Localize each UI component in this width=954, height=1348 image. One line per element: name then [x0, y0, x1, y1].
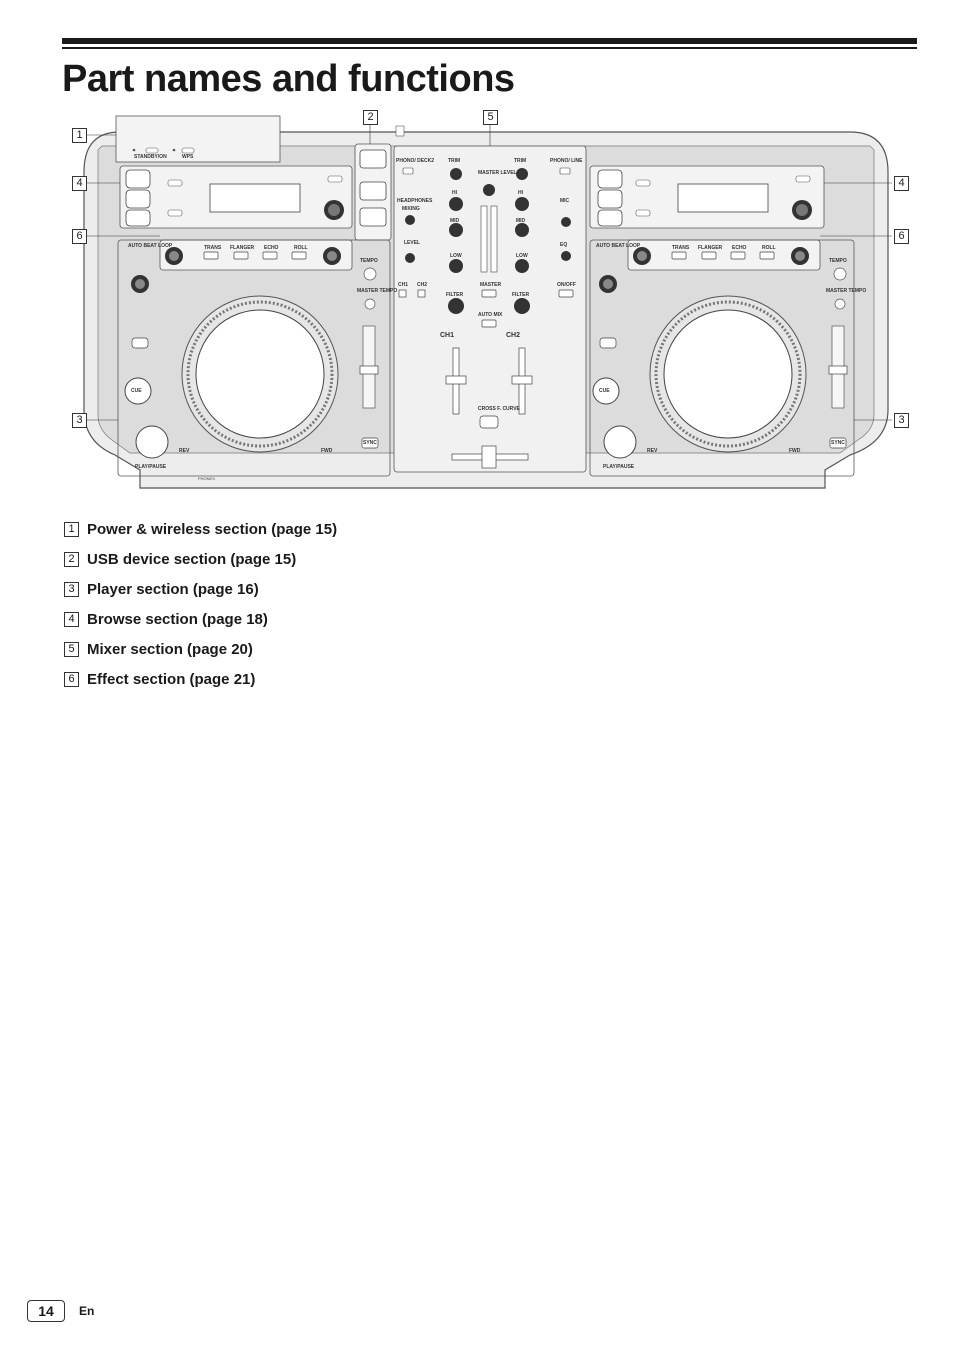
legend-item: 2 USB device section (page 15) [64, 544, 337, 574]
echo-label-left: ECHO [264, 245, 279, 251]
auto-mix-label: AUTO MIX [478, 312, 503, 318]
auto-beat-loop-label-left: AUTO BEAT LOOP [128, 243, 173, 249]
legend-number: 6 [64, 671, 79, 687]
legend-item: 5 Mixer section (page 20) [64, 634, 337, 664]
master-tempo-label-right: MASTER TEMPO [826, 288, 867, 294]
page-number: 14 [27, 1300, 65, 1322]
legend-text: Browse section (page 18) [87, 610, 268, 628]
level-label-hp: LEVEL [404, 240, 421, 246]
flanger-label-right: FLANGER [698, 245, 723, 251]
ch2-label: CH2 [506, 332, 521, 339]
roll-label-right: ROLL [762, 245, 776, 251]
callout-6-right: 6 [894, 229, 909, 244]
mid-label-ch1: MID [450, 218, 460, 224]
standby-label: STANDBY/ON [134, 154, 167, 160]
eq-label: EQ [560, 242, 568, 248]
page-title: Part names and functions [62, 58, 515, 100]
tempo-label-right: TEMPO [829, 258, 847, 264]
rev-label-right: REV [647, 448, 658, 454]
trim-label-ch1: TRIM [448, 158, 461, 164]
callout-2: 2 [363, 110, 378, 125]
phono-line-label: PHONO/ LINE [550, 158, 583, 164]
legend-number: 3 [64, 581, 79, 597]
header-rule-thin [62, 47, 917, 49]
device-drawing [80, 115, 892, 489]
ch1-cue-label: CH1 [398, 282, 409, 288]
section-legend: 1 Power & wireless section (page 15) 2 U… [64, 514, 337, 694]
wps-label: WPS [182, 154, 194, 160]
callout-6-left: 6 [72, 229, 87, 244]
callout-4-right: 4 [894, 176, 909, 191]
tempo-label-left: TEMPO [360, 258, 378, 264]
roll-label-left: ROLL [294, 245, 308, 251]
trim-label-ch2: TRIM [514, 158, 527, 164]
cross-f-curve-label: CROSS F. CURVE [478, 406, 520, 412]
auto-beat-loop-label-right: AUTO BEAT LOOP [596, 243, 641, 249]
legend-text: Mixer section (page 20) [87, 640, 253, 658]
legend-item: 6 Effect section (page 21) [64, 664, 337, 694]
callout-4-left: 4 [72, 176, 87, 191]
callout-5: 5 [483, 110, 498, 125]
trans-label-right: TRANS [672, 245, 690, 251]
legend-text: USB device section (page 15) [87, 550, 297, 568]
on-off-label: ON/OFF [557, 282, 576, 288]
phono-deck-label: PHONO/ DECK2 [396, 158, 435, 164]
legend-number: 4 [64, 611, 79, 627]
ch1-label: CH1 [440, 332, 455, 339]
legend-number: 2 [64, 551, 79, 567]
cue-label-right: CUE [599, 388, 610, 394]
legend-text: Power & wireless section (page 15) [87, 520, 338, 538]
hi-label-ch2: HI [518, 190, 523, 196]
master-cue-label: MASTER [480, 282, 502, 288]
master-tempo-label-left: MASTER TEMPO [357, 288, 398, 294]
legend-number: 5 [64, 641, 79, 657]
master-level-label: MASTER LEVEL [478, 170, 517, 176]
phones-label: PHONES [198, 476, 215, 481]
fwd-label-left: FWD [321, 448, 333, 454]
play-pause-label-left: PLAY/PAUSE [135, 464, 167, 470]
headphones-label: HEADPHONES [397, 198, 433, 204]
legend-text: Player section (page 16) [87, 580, 259, 598]
play-pause-label-right: PLAY/PAUSE [603, 464, 635, 470]
hi-label-ch1: HI [452, 190, 457, 196]
fwd-label-right: FWD [789, 448, 801, 454]
legend-item: 1 Power & wireless section (page 15) [64, 514, 337, 544]
mixing-label: MIXING [402, 206, 420, 212]
legend-item: 3 Player section (page 16) [64, 574, 337, 604]
language-label: En [79, 1304, 95, 1318]
cue-label-left: CUE [131, 388, 142, 394]
callout-3-left: 3 [72, 413, 87, 428]
device-illustration: STANDBY/ON WPS AUTO BEAT LOOP TRANS FLAN… [80, 110, 892, 500]
legend-number: 1 [64, 521, 79, 537]
low-label-ch1: LOW [450, 253, 462, 259]
legend-text: Effect section (page 21) [87, 670, 256, 688]
callout-3-right: 3 [894, 413, 909, 428]
mid-label-ch2: MID [516, 218, 526, 224]
legend-item: 4 Browse section (page 18) [64, 604, 337, 634]
trans-label-left: TRANS [204, 245, 222, 251]
filter-label-ch1: FILTER [446, 292, 464, 298]
flanger-label-left: FLANGER [230, 245, 255, 251]
sync-label-right: SYNC [831, 440, 845, 446]
header-rule-thick [62, 38, 917, 44]
echo-label-right: ECHO [732, 245, 747, 251]
filter-label-ch2: FILTER [512, 292, 530, 298]
rev-label-left: REV [179, 448, 190, 454]
sync-label-left: SYNC [363, 440, 377, 446]
ch2-cue-label: CH2 [417, 282, 428, 288]
mic-label: MIC [560, 198, 570, 204]
callout-1-left: 1 [72, 128, 87, 143]
low-label-ch2: LOW [516, 253, 528, 259]
